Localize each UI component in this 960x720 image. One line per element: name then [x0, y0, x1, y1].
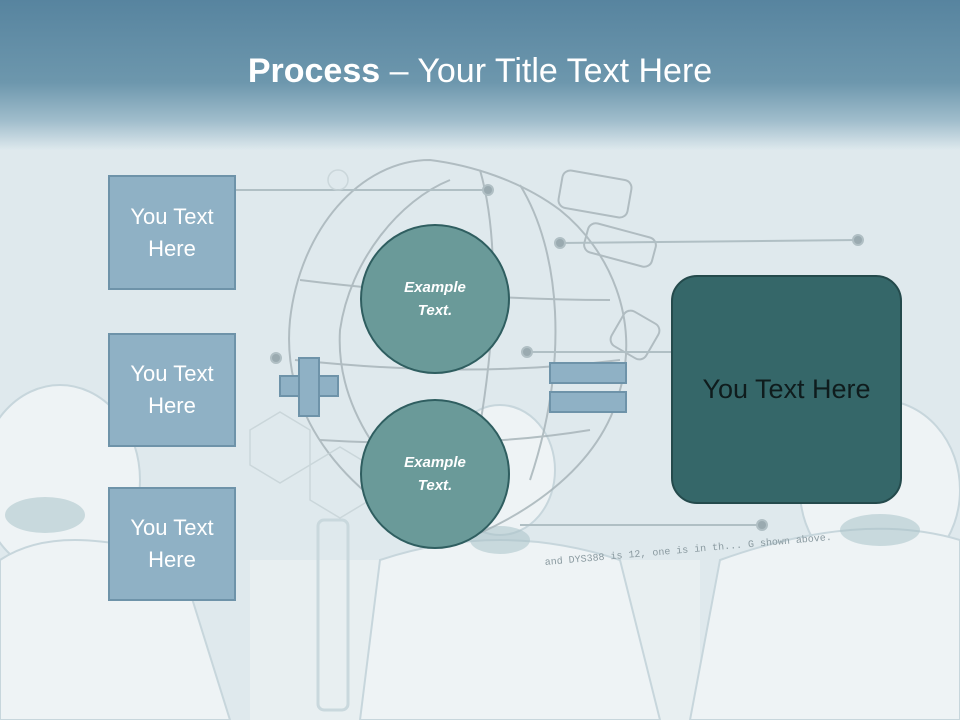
title-bold: Process	[247, 52, 381, 90]
result-box[interactable]: You Text Here	[671, 275, 902, 504]
text-box-3-label: You Text Here	[130, 515, 214, 572]
title-rest: – Your Title Text Here	[380, 52, 713, 90]
example-circle-2[interactable]: Example Text.	[360, 399, 510, 549]
text-box-1-label: You Text Here	[130, 203, 214, 261]
example-circle-2-label: Example Text.	[404, 454, 466, 494]
slide-title: Process – Your Title Text Here	[0, 52, 960, 91]
text-box-2[interactable]: You Text Here	[108, 333, 236, 447]
text-box-2-label: You Text Here	[130, 361, 214, 418]
text-box-1[interactable]: You Text Here	[108, 175, 236, 290]
title-bar	[0, 0, 960, 150]
example-circle-1-label: Example Text.	[404, 279, 466, 319]
example-circle-1[interactable]: Example Text.	[360, 224, 510, 374]
text-box-3[interactable]: You Text Here	[108, 487, 236, 601]
result-box-label: You Text Here	[702, 374, 871, 404]
